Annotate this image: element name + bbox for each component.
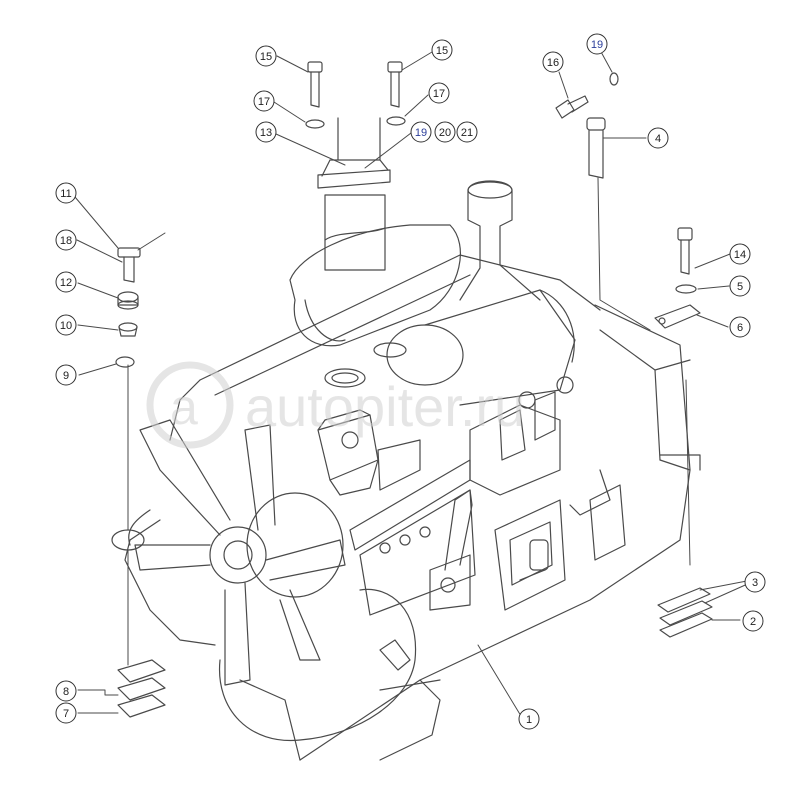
callout-label: 11 (60, 188, 71, 200)
callout-circle (55, 182, 77, 204)
callout-label: 13 (260, 127, 272, 139)
callout-7: 7 (55, 702, 77, 724)
callout-17: 17 (428, 82, 450, 104)
callout-circle (410, 121, 432, 143)
engine-block (124, 180, 701, 761)
bracket-6 (654, 304, 701, 329)
callout-circle (55, 364, 77, 386)
callout-label: 9 (63, 370, 69, 382)
callout-circle (55, 271, 77, 293)
callout-5: 5 (729, 275, 751, 297)
shim-2-3-right (657, 587, 713, 638)
leader-lines (74, 49, 753, 717)
callout-circle (253, 90, 275, 112)
callout-label: 17 (258, 96, 270, 108)
callout-label: 6 (737, 322, 743, 334)
upper-bracket (317, 117, 391, 189)
callout-label: 2 (750, 616, 756, 628)
callout-circle (729, 275, 751, 297)
callout-19: 19 (586, 33, 608, 55)
callout-circle (55, 229, 77, 251)
callout-21: 21 (456, 121, 478, 143)
callout-20: 20 (434, 121, 456, 143)
cushion-10 (118, 322, 138, 337)
callout-circle (255, 121, 277, 143)
callout-circle (55, 314, 77, 336)
mount-bolt-left-15 (307, 61, 323, 108)
callout-circle (647, 127, 669, 149)
watermark-text: autopiter.ru (245, 375, 525, 438)
callout-15: 15 (255, 45, 277, 67)
nut-19-top (609, 72, 619, 86)
stud-4 (586, 117, 606, 179)
callout-1: 1 (518, 708, 540, 730)
callout-circle (255, 45, 277, 67)
callout-label: 19 (415, 127, 427, 139)
svg-text:a: a (170, 379, 198, 435)
callout-label: 15 (436, 45, 448, 57)
washer-9 (115, 356, 135, 368)
callout-circle (586, 33, 608, 55)
callout-circle (744, 571, 766, 593)
callout-14: 14 (729, 243, 751, 265)
callout-label: 15 (260, 51, 272, 63)
callout-circle (742, 610, 764, 632)
callout-16: 16 (542, 51, 564, 73)
callout-12: 12 (55, 271, 77, 293)
callout-label: 3 (752, 577, 758, 589)
watermark-logo: a autopiter.ru (146, 361, 525, 449)
callout-15: 15 (431, 39, 453, 61)
callout-10: 10 (55, 314, 77, 336)
callout-17: 17 (253, 90, 275, 112)
shim-7-8-left (117, 659, 166, 718)
bolt-16 (555, 95, 589, 119)
callout-circle (518, 708, 540, 730)
callout-label: 4 (655, 133, 661, 145)
callout-circle (434, 121, 456, 143)
callout-label: 16 (547, 57, 559, 69)
nut-12 (117, 291, 139, 310)
callout-circle (456, 121, 478, 143)
callout-2: 2 (742, 610, 764, 632)
callout-6: 6 (729, 316, 751, 338)
callout-label: 21 (461, 127, 473, 139)
callout-circle (55, 702, 77, 724)
callout-11: 11 (55, 182, 77, 204)
callout-label: 20 (439, 127, 451, 139)
callout-circle (428, 82, 450, 104)
washer-5 (675, 284, 697, 294)
callout-circle (729, 316, 751, 338)
cooling-fan (134, 419, 346, 686)
callout-8: 8 (55, 680, 77, 702)
mount-bolt-right-15 (387, 61, 403, 108)
callout-9: 9 (55, 364, 77, 386)
washer-17-right (386, 116, 406, 126)
callout-circle (542, 51, 564, 73)
callout-label: 5 (737, 281, 743, 293)
callout-13: 13 (255, 121, 277, 143)
callout-19: 19 (410, 121, 432, 143)
callout-18: 18 (55, 229, 77, 251)
callout-label: 14 (734, 249, 746, 261)
callout-3: 3 (744, 571, 766, 593)
callout-label: 7 (63, 708, 69, 720)
bolt-14 (677, 227, 693, 275)
callout-label: 10 (60, 320, 72, 332)
washer-17-left (305, 119, 325, 129)
callout-label: 12 (60, 277, 72, 289)
callout-circle (729, 243, 751, 265)
callout-label: 19 (591, 39, 603, 51)
callout-label: 8 (63, 686, 69, 698)
bolt-18 (117, 247, 141, 283)
callout-circle (55, 680, 77, 702)
callout-4: 4 (647, 127, 669, 149)
callout-label: 17 (433, 88, 445, 100)
callout-label: 1 (526, 714, 532, 726)
callout-label: 18 (60, 235, 72, 247)
callout-circle (431, 39, 453, 61)
